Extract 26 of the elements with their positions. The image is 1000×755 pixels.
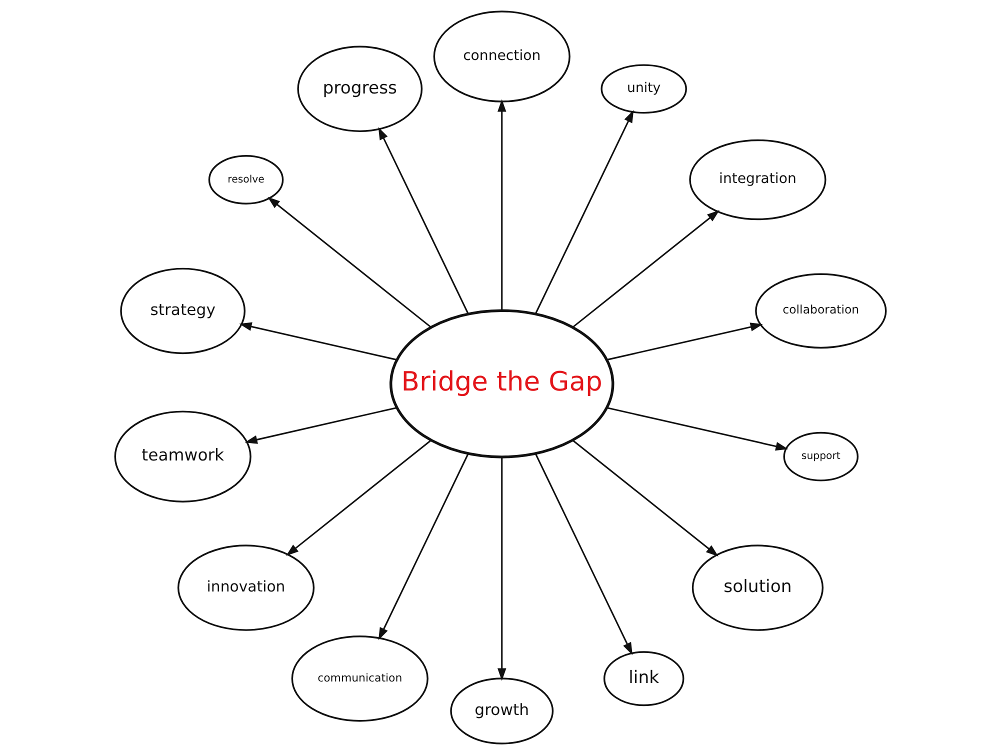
arrow bbox=[606, 322, 762, 361]
arrow bbox=[244, 406, 397, 444]
arrow bbox=[378, 453, 468, 640]
arrow bbox=[496, 99, 506, 311]
node-ellipse: support bbox=[782, 432, 858, 482]
arrow bbox=[267, 196, 431, 328]
node-ellipse: collaboration bbox=[754, 273, 886, 349]
arrow bbox=[238, 322, 397, 361]
arrow bbox=[286, 440, 431, 556]
arrow bbox=[572, 440, 718, 556]
node-ellipse: link bbox=[602, 651, 684, 706]
node-ellipse: Bridge the Gap bbox=[389, 309, 614, 458]
node-ellipse: growth bbox=[450, 678, 554, 744]
arrow bbox=[606, 406, 788, 451]
arrow bbox=[572, 210, 720, 328]
node-ellipse: connection bbox=[432, 10, 570, 102]
node-ellipse: strategy bbox=[120, 268, 246, 354]
node-ellipse: unity bbox=[600, 64, 686, 114]
node-ellipse: progress bbox=[296, 46, 422, 132]
arrow bbox=[534, 453, 632, 656]
node-ellipse: teamwork bbox=[114, 410, 251, 502]
arrow bbox=[534, 110, 634, 314]
arrow bbox=[378, 127, 468, 314]
node-ellipse: resolve bbox=[208, 155, 284, 204]
arrow bbox=[496, 457, 506, 681]
node-ellipse: communication bbox=[290, 635, 428, 722]
